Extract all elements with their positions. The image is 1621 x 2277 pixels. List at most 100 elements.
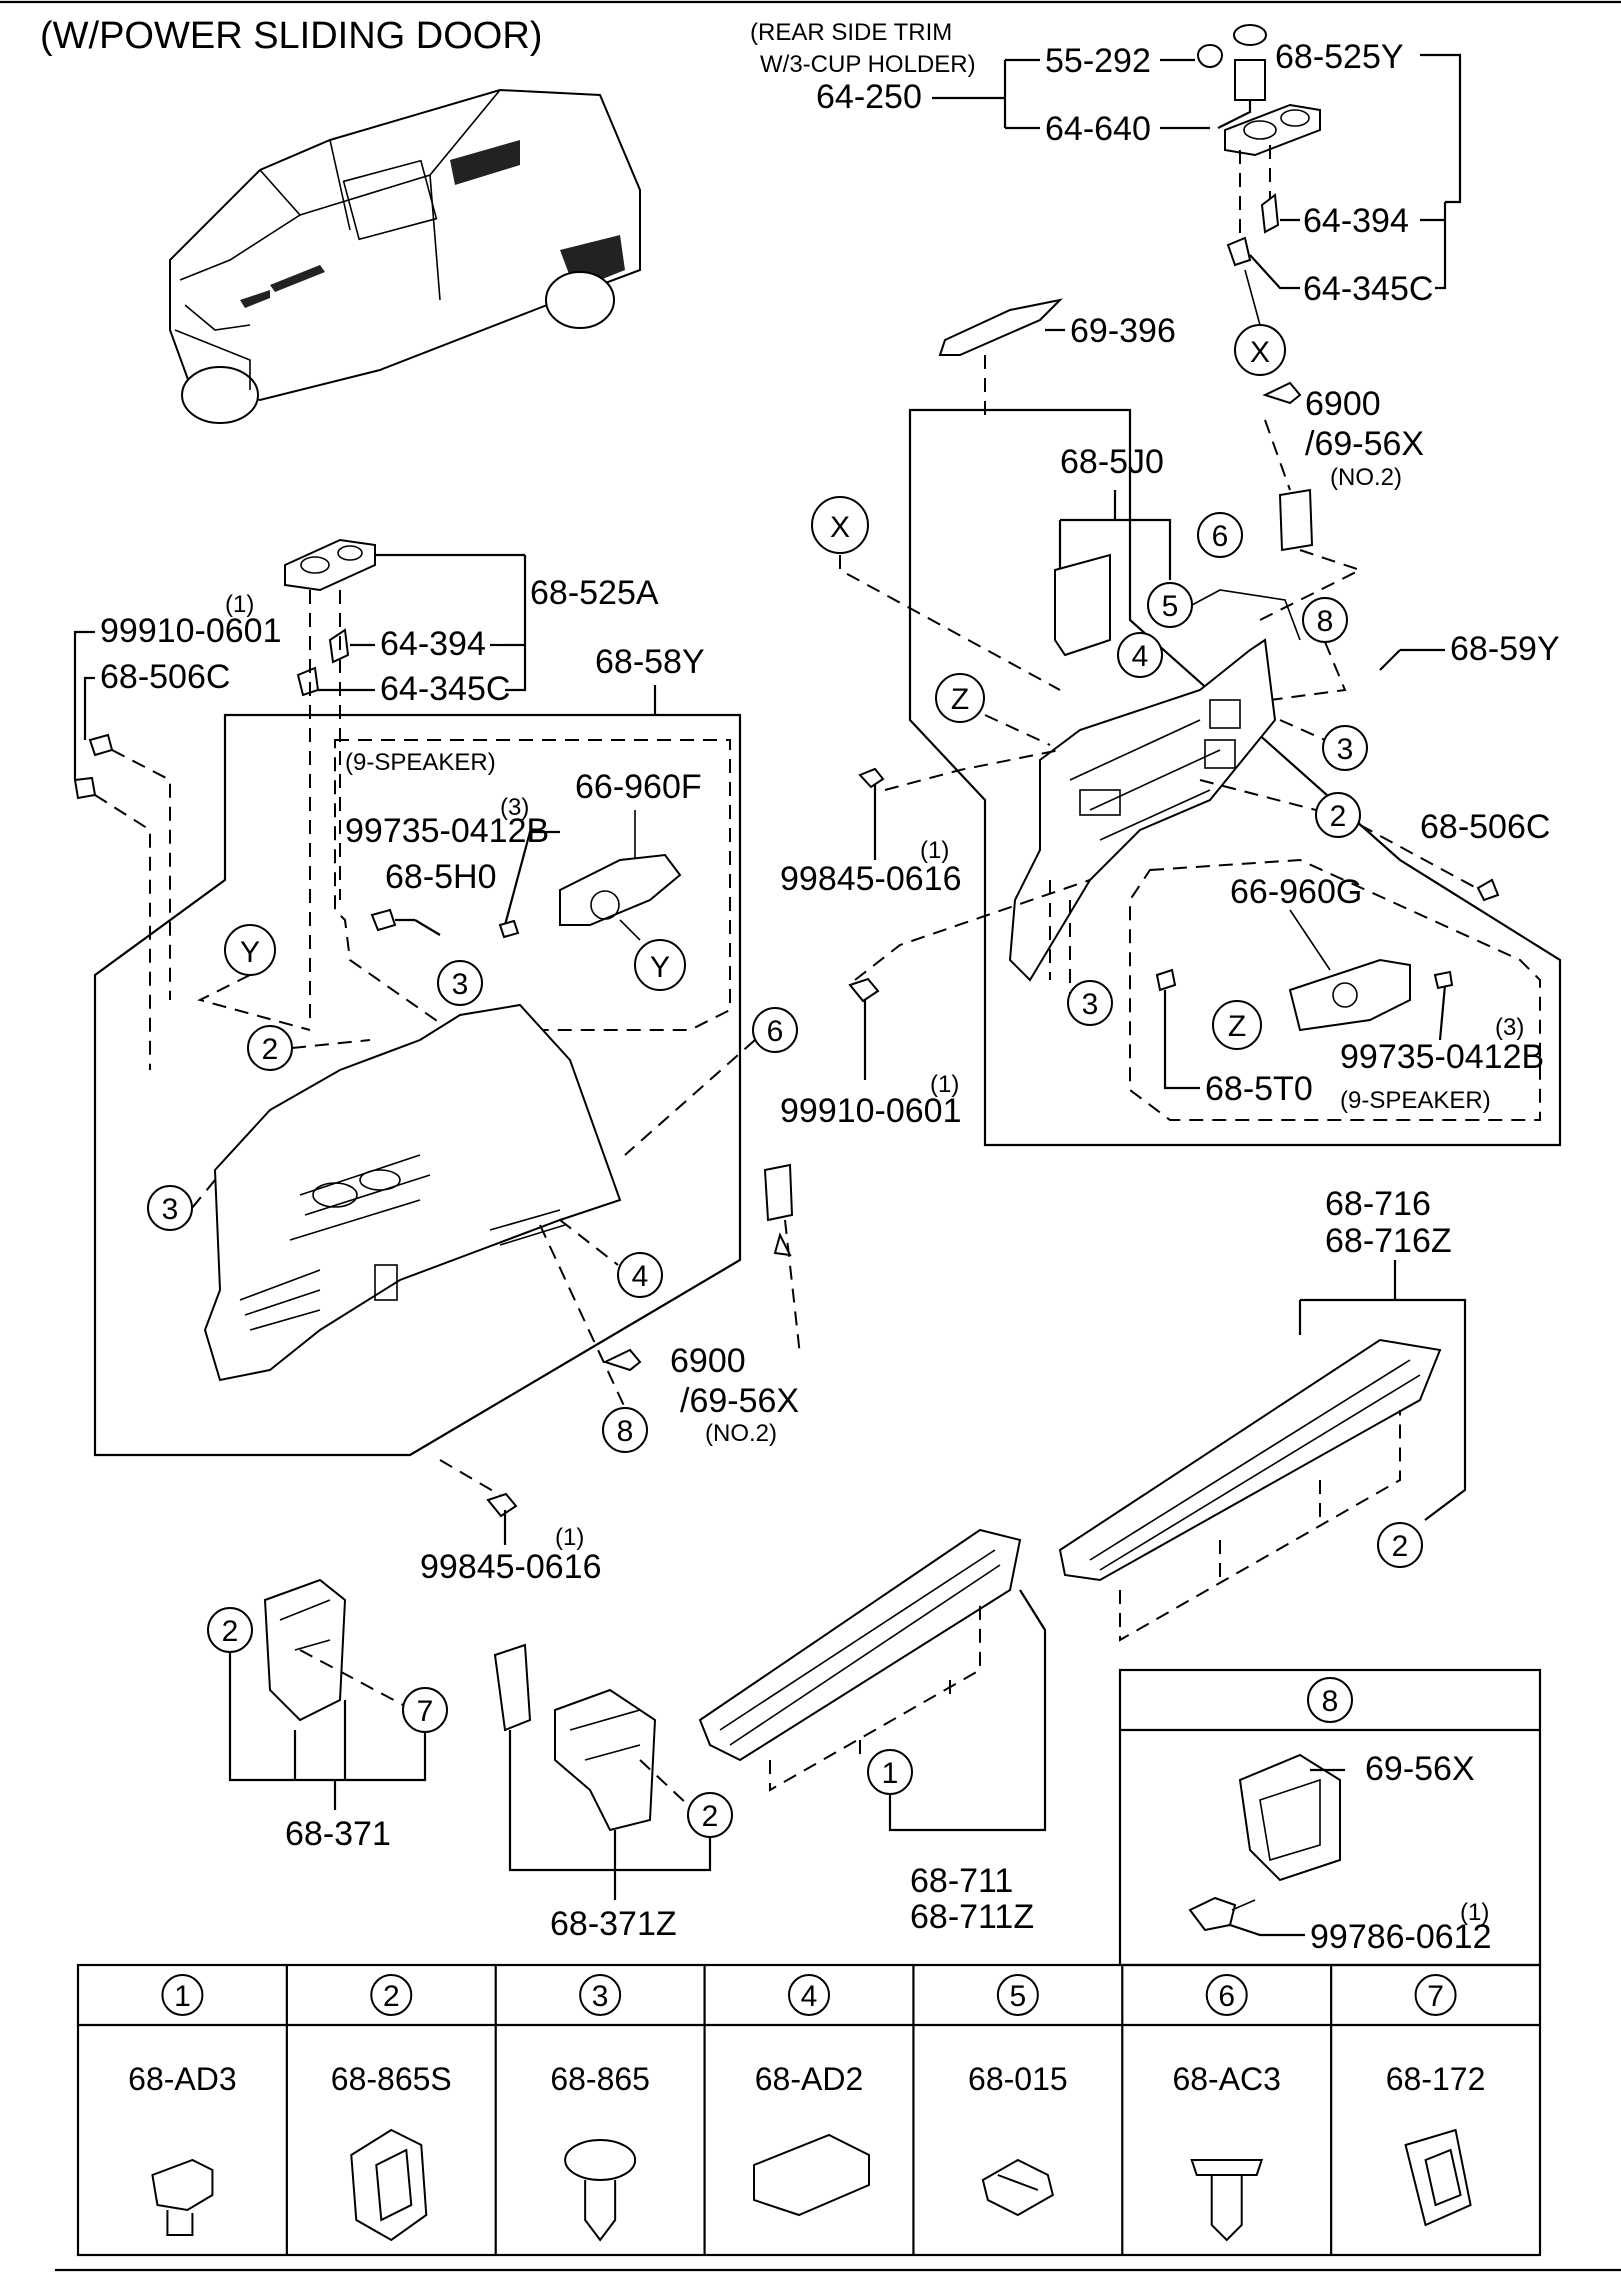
clip-64-394-icon (1260, 193, 1280, 234)
bracket-68-371-icon (263, 1578, 347, 1722)
svg-text:(9-SPEAKER): (9-SPEAKER) (345, 749, 496, 776)
svg-text:2: 2 (1330, 800, 1347, 833)
svg-text:66-960F: 66-960F (575, 768, 702, 806)
svg-text:1: 1 (882, 1757, 899, 1790)
svg-text:(NO.2): (NO.2) (705, 1420, 777, 1447)
bracket-68-371Z-icon (554, 1688, 657, 1832)
speaker-bracket-right-icon (1288, 958, 1411, 1032)
svg-text:68-716: 68-716 (1325, 1185, 1431, 1223)
step-plate-68-716: 68-716 68-716Z 2 (1058, 1185, 1467, 1642)
left-panel-group: 68-58Y (9-SPEAKER) 66-960F (3) 99735-041… (93, 643, 801, 1586)
svg-text:68-5H0: 68-5H0 (385, 858, 497, 896)
svg-text:4: 4 (1132, 640, 1149, 673)
svg-text:X: X (1250, 336, 1270, 369)
cap-part-icon (1197, 44, 1224, 68)
screw-grommet-icon (1190, 2159, 1264, 2242)
table-callout-circle (579, 1974, 622, 2016)
table-callout-number: 3 (592, 1980, 609, 2013)
svg-text:99735-0412B: 99735-0412B (1340, 1038, 1544, 1076)
hand-pointer-icon (602, 1348, 642, 1372)
speaker-bracket-left-icon (559, 853, 682, 926)
table-callout-circle (161, 1974, 204, 2016)
bracket-clip-icon (350, 2128, 428, 2242)
svg-text:2: 2 (1392, 1530, 1409, 1563)
svg-text:68-506C: 68-506C (1420, 808, 1550, 846)
svg-text:99845-0616: 99845-0616 (420, 1548, 602, 1586)
push-pin-icon (564, 2139, 637, 2242)
svg-text:X: X (830, 511, 850, 544)
table-part-number: 68-865 (550, 2061, 650, 2097)
callout-X-mid (811, 496, 869, 554)
svg-text:2: 2 (262, 1033, 279, 1066)
speaker-subbox-right (1129, 858, 1541, 1121)
mid-fasteners: (1) 99845-0616 (1) 99910-0601 (780, 749, 1091, 1130)
table-callout-circle (788, 1974, 830, 2016)
table-callout-circle (996, 1974, 1039, 2016)
table-callout-number: 7 (1427, 1980, 1444, 2013)
cup-holder-top-icon (1224, 103, 1321, 157)
diagram-title: (W/POWER SLIDING DOOR) (40, 15, 542, 57)
clip-69-56X-icon (1238, 1753, 1341, 1882)
right-quarter-trim-panel (1008, 638, 1277, 982)
svg-text:68-371Z: 68-371Z (550, 1905, 677, 1943)
table-callout-number: 4 (801, 1980, 818, 2013)
svg-text:99735-0412B: 99735-0412B (345, 812, 549, 850)
vehicle-illustration (169, 88, 641, 424)
right-panel-group: 6900 /69-56X (NO.2) 68-5J0 6 5 4 8 68-59… (811, 381, 1562, 1147)
svg-text:Y: Y (240, 936, 260, 969)
svg-text:69-396: 69-396 (1070, 312, 1176, 350)
spring-clip-icon (981, 2158, 1055, 2217)
svg-text:2: 2 (222, 1615, 239, 1648)
svg-text:68-5T0: 68-5T0 (1205, 1070, 1313, 1108)
part-64-394-top-label: 64-394 (1303, 202, 1409, 240)
svg-text:68-506C: 68-506C (100, 658, 230, 696)
svg-text:3: 3 (452, 968, 469, 1001)
ref-6900-right: 6900 (1305, 385, 1381, 423)
svg-text:6: 6 (767, 1015, 784, 1048)
svg-text:/69-56X: /69-56X (680, 1382, 799, 1420)
svg-text:99786-0612: 99786-0612 (1310, 1918, 1492, 1956)
svg-text:69-56X: 69-56X (1365, 1750, 1475, 1788)
bracket-68-371: 2 7 68-371 (207, 1578, 448, 1853)
svg-text:3: 3 (1337, 733, 1354, 766)
ref-6900-left: 6900 (670, 1342, 746, 1380)
part-64-640-label: 64-640 (1045, 110, 1151, 148)
svg-text:/69-56X: /69-56X (1305, 425, 1424, 463)
trim-69-396: 69-396 (938, 298, 1176, 420)
rear-trim-note-line1: (REAR SIDE TRIM (750, 19, 952, 46)
svg-text:(NO.2): (NO.2) (1330, 464, 1402, 491)
part-68-525Y-label: 68-525Y (1275, 38, 1404, 76)
table-part-number: 68-AD3 (128, 2061, 237, 2097)
bolt-99786-0612-icon (1188, 1896, 1237, 1932)
svg-text:6: 6 (1212, 520, 1229, 553)
svg-text:(3): (3) (1495, 1014, 1524, 1041)
rear-trim-note-line2: W/3-CUP HOLDER) (760, 51, 976, 78)
svg-text:(1): (1) (555, 1524, 584, 1551)
part-64-345C-top-label: 64-345C (1303, 270, 1433, 308)
svg-text:4: 4 (632, 1260, 649, 1293)
svg-text:(1): (1) (1460, 1899, 1489, 1926)
part-55-292-label: 55-292 (1045, 42, 1151, 80)
table-part-number: 68-AD2 (755, 2061, 864, 2097)
svg-text:Z: Z (951, 683, 969, 716)
bracket-68-371Z: 2 68-371Z (493, 1643, 733, 1943)
svg-text:99910-0601: 99910-0601 (780, 1092, 962, 1130)
inset-box-8: 8 69-56X (1) 99786-0612 (1118, 1668, 1542, 1967)
table-callout-circle (1205, 1974, 1248, 2016)
svg-text:3: 3 (1082, 988, 1099, 1021)
svg-text:99910-0601: 99910-0601 (100, 612, 282, 650)
svg-text:(1): (1) (920, 837, 949, 864)
svg-text:7: 7 (417, 1695, 434, 1728)
svg-text:64-345C: 64-345C (380, 670, 510, 708)
svg-text:(9-SPEAKER): (9-SPEAKER) (1340, 1087, 1491, 1114)
svg-text:68-58Y: 68-58Y (595, 643, 705, 681)
table-callout-number: 6 (1218, 1980, 1235, 2013)
svg-text:68-525A: 68-525A (530, 574, 659, 612)
part-64-250-label: 64-250 (816, 78, 922, 116)
svg-text:68-5J0: 68-5J0 (1060, 443, 1164, 481)
svg-text:8: 8 (617, 1415, 634, 1448)
svg-text:5: 5 (1162, 590, 1179, 623)
svg-text:(3): (3) (500, 794, 529, 821)
clip-64-345C-icon (1226, 236, 1252, 267)
